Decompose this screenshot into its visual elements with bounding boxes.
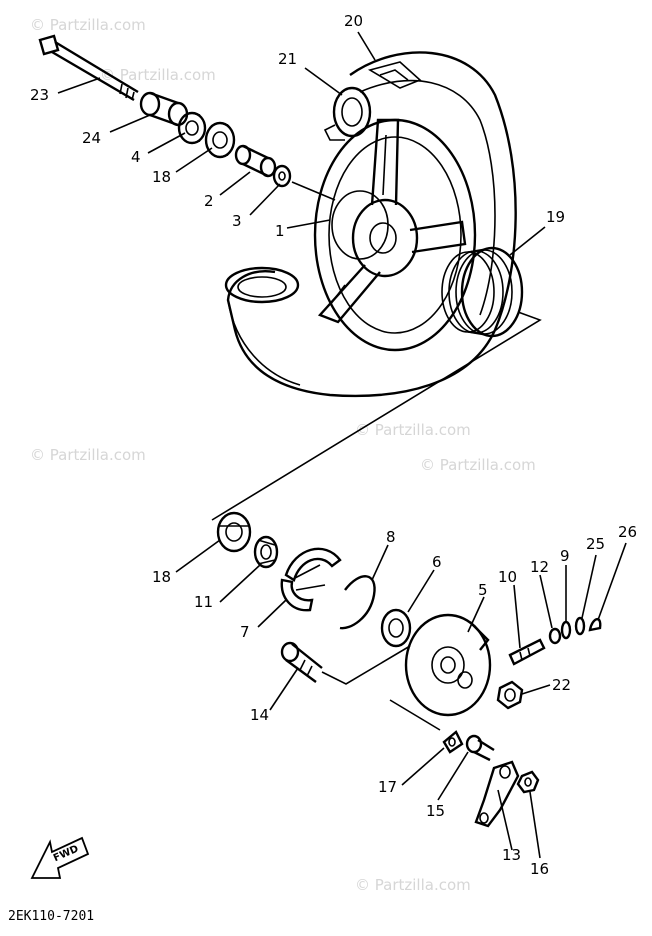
nut-part-16 (516, 770, 540, 794)
watermark: © Partzilla.com (355, 876, 471, 894)
watermark: © Partzilla.com (100, 66, 216, 84)
callout-19: 19 (546, 208, 565, 226)
seal-part-9 (560, 620, 572, 640)
watermark: © Partzilla.com (420, 456, 536, 474)
ring-part-25 (574, 616, 586, 636)
collar-part-11 (253, 535, 279, 569)
bearing-part-18-upper (204, 121, 236, 159)
callout-20: 20 (344, 12, 363, 30)
indicator-part-17 (442, 730, 464, 754)
brake-shoe-part-7 (280, 547, 342, 612)
callout-24: 24 (82, 129, 101, 147)
callout-21: 21 (278, 50, 297, 68)
callout-10: 10 (498, 568, 517, 586)
callout-17: 17 (378, 778, 397, 796)
callout-12: 12 (530, 558, 549, 576)
cam-lever-part-13 (474, 760, 520, 828)
callout-7: 7 (240, 623, 250, 641)
watermark: © Partzilla.com (30, 446, 146, 464)
diagram-code: 2EK110-7201 (8, 909, 94, 924)
axle-part-23 (38, 34, 139, 102)
spacer-part-2 (234, 144, 277, 178)
callout-23: 23 (30, 86, 49, 104)
callout-22: 22 (552, 676, 571, 694)
oil-seal-part-6 (380, 608, 412, 648)
callout-25: 25 (586, 535, 605, 553)
watermark: © Partzilla.com (355, 421, 471, 439)
callout-15: 15 (426, 802, 445, 820)
callout-9: 9 (560, 547, 570, 565)
callout-13: 13 (502, 846, 521, 864)
washer-part-12 (548, 627, 562, 645)
tire-wheel-assembly (224, 51, 524, 398)
callout-18-lower: 18 (152, 568, 171, 586)
camshaft-part-10 (508, 638, 546, 666)
bolt-part-15 (465, 734, 495, 762)
forward-arrow-icon: FWD (30, 836, 90, 879)
collar-part-3 (272, 164, 292, 188)
bearing-part-4 (177, 111, 207, 145)
callout-14: 14 (250, 706, 269, 724)
bearing-part-18-lower (216, 511, 252, 553)
callout-4: 4 (131, 148, 141, 166)
bolt-part-14 (280, 641, 323, 683)
watermark: © Partzilla.com (30, 16, 146, 34)
spring-part-8 (339, 575, 376, 630)
callout-3: 3 (232, 212, 242, 230)
callout-2: 2 (204, 192, 214, 210)
callout-18-upper: 18 (152, 168, 171, 186)
callout-6: 6 (432, 553, 442, 571)
callout-11: 11 (194, 593, 213, 611)
callout-5: 5 (478, 581, 488, 599)
clip-part-26 (588, 618, 602, 632)
callout-1: 1 (275, 222, 285, 240)
callout-26: 26 (618, 523, 637, 541)
nut-part-22 (496, 680, 524, 710)
callout-8: 8 (386, 528, 396, 546)
brake-plate-part-5 (404, 613, 492, 717)
callout-16: 16 (530, 860, 549, 878)
